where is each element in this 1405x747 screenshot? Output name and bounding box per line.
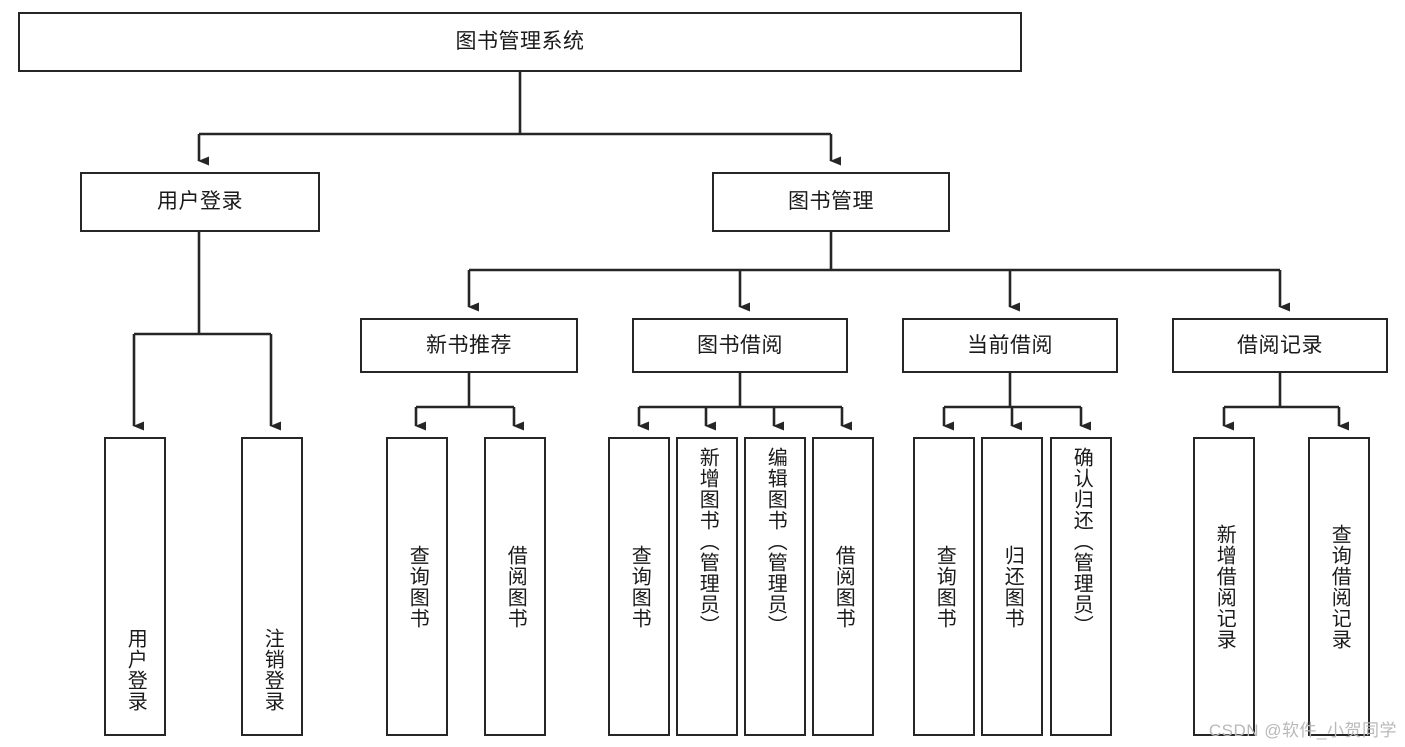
node-leaf-user-login[interactable]: 用户登录	[104, 437, 166, 736]
node-label: 借阅记录	[1237, 333, 1323, 357]
node-leaf-add-borrow-record[interactable]: 新增借阅记录	[1193, 437, 1255, 736]
node-label: 图书借阅	[697, 333, 783, 357]
node-leaf-return-books[interactable]: 归还图书	[981, 437, 1043, 736]
node-label: 借阅图书	[832, 544, 855, 629]
node-borrowing-record[interactable]: 借阅记录	[1172, 318, 1388, 373]
node-label: 查询借阅记录	[1328, 523, 1351, 650]
node-leaf-borrow-books-rec[interactable]: 借阅图书	[484, 437, 546, 736]
node-leaf-query-borrow-record[interactable]: 查询借阅记录	[1308, 437, 1370, 736]
node-root-book-management-system[interactable]: 图书管理系统	[18, 12, 1022, 72]
csdn-watermark: CSDN @软件_小贺同学	[1208, 721, 1397, 740]
node-label: 借阅图书	[504, 544, 527, 629]
node-leaf-logout[interactable]: 注销登录	[241, 437, 303, 736]
node-label: 当前借阅	[967, 333, 1053, 357]
node-leaf-query-books-current[interactable]: 查询图书	[913, 437, 975, 736]
node-new-book-recommendation[interactable]: 新书推荐	[360, 318, 578, 373]
node-label: 用户登录	[124, 628, 147, 712]
node-label: 查询图书	[406, 544, 429, 629]
node-label: 查询图书	[628, 544, 651, 629]
node-label: 图书管理	[788, 190, 874, 214]
node-label: 查询图书	[933, 544, 956, 629]
node-label: 确认归还（管理员）	[1070, 447, 1093, 636]
node-leaf-query-books-borrow[interactable]: 查询图书	[608, 437, 670, 736]
node-leaf-add-book-admin[interactable]: 新增图书（管理员）	[676, 437, 738, 736]
node-book-management[interactable]: 图书管理	[712, 172, 950, 232]
node-label: 图书管理系统	[455, 30, 585, 54]
node-label: 新书推荐	[426, 333, 512, 357]
node-book-borrowing[interactable]: 图书借阅	[632, 318, 848, 373]
node-leaf-borrow-books[interactable]: 借阅图书	[812, 437, 874, 736]
node-label: 编辑图书（管理员）	[764, 447, 787, 636]
node-user-login[interactable]: 用户登录	[80, 172, 320, 232]
node-label: 用户登录	[157, 190, 243, 214]
node-leaf-query-books-rec[interactable]: 查询图书	[386, 437, 448, 736]
node-leaf-confirm-return-admin[interactable]: 确认归还（管理员）	[1050, 437, 1112, 736]
node-label: 新增图书（管理员）	[696, 447, 719, 636]
node-label: 注销登录	[261, 628, 284, 712]
node-current-borrowing[interactable]: 当前借阅	[902, 318, 1118, 373]
node-label: 归还图书	[1001, 544, 1024, 629]
node-label: 新增借阅记录	[1213, 523, 1236, 650]
node-leaf-edit-book-admin[interactable]: 编辑图书（管理员）	[744, 437, 806, 736]
